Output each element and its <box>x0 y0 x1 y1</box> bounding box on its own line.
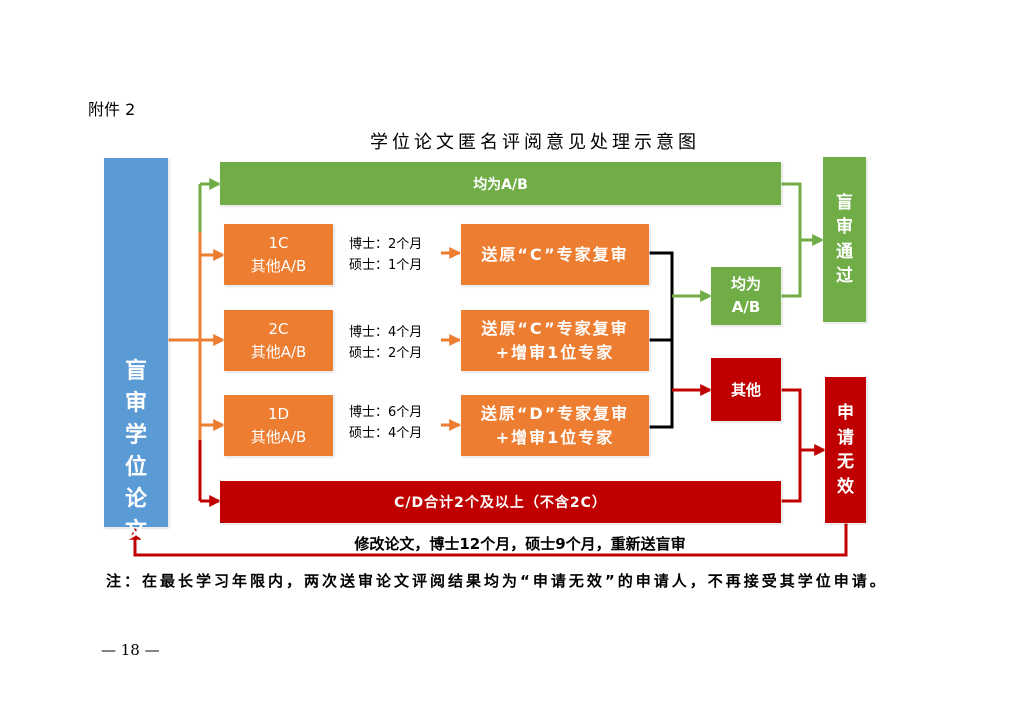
cd-bar: C/D合计2个及以上（不含2C） <box>220 481 781 523</box>
result-other-box: 其他 <box>711 358 781 421</box>
pass-label: 盲审通过 <box>836 192 853 287</box>
note-line: 硕士：2份 <box>110 613 157 625</box>
action-line: +增审1位专家 <box>495 427 615 447</box>
connector-invalid-merge <box>781 388 802 503</box>
connector-pass-merge <box>781 182 802 298</box>
case-other: 其他A/B <box>250 342 307 361</box>
all-ab-bar: 均为A/B <box>220 162 781 205</box>
source-box: 盲审学位论文 基础送审： 博士：5份 硕士：2份 质量跟踪： 博士：7份 硕士：… <box>104 158 168 672</box>
resubmit-text: 修改论文，博士12个月，硕士9个月，重新送盲审 <box>354 535 686 553</box>
invalid-label: 申请无效 <box>837 403 854 497</box>
footnote: 注：在最长学习年限内，两次送审论文评阅结果均为“申请无效”的申请人，不再接受其学… <box>106 572 888 590</box>
attachment-label: 附件 2 <box>88 100 136 119</box>
arrow-return-resubmit <box>129 523 848 557</box>
case-code: 2C <box>268 319 289 338</box>
result-ab-line: A/B <box>731 298 761 316</box>
case-box-1d: 1D 其他A/B <box>224 395 333 456</box>
source-box-notes: 基础送审： 博士：5份 硕士：2份 质量跟踪： 博士：7份 硕士：3份 <box>110 580 160 675</box>
pass-box: 盲审通过 <box>823 157 866 322</box>
result-ab-line: 均为 <box>730 275 761 293</box>
time-limit-1c: 博士：2个月 硕士：1个月 <box>349 234 422 276</box>
cd-bar-label: C/D合计2个及以上（不含2C） <box>394 495 607 511</box>
all-ab-label: 均为A/B <box>473 176 528 193</box>
case-other: 其他A/B <box>250 427 307 446</box>
time-phd: 博士：6个月 <box>349 405 423 420</box>
time-limit-2c: 博士：4个月 硕士：2个月 <box>349 322 422 364</box>
note-line: 硕士：3份 <box>110 660 157 672</box>
time-master: 硕士：4个月 <box>349 426 423 441</box>
action-line: +增审1位专家 <box>495 342 615 362</box>
action-line: 送原“C”专家复审 <box>481 318 629 338</box>
result-all-ab-box: 均为 A/B <box>711 267 781 325</box>
note-line: 基础送审： <box>110 582 160 593</box>
time-master: 硕士：2个月 <box>349 346 423 361</box>
case-code: 1D <box>267 404 290 423</box>
time-master: 硕士：1个月 <box>349 258 423 273</box>
action-line: 送原“C”专家复审 <box>481 244 629 264</box>
result-other-label: 其他 <box>730 381 761 399</box>
action-line: 送原“D”专家复审 <box>480 403 630 423</box>
action-box-2c: 送原“C”专家复审 +增审1位专家 <box>461 310 649 371</box>
case-box-1c: 1C 其他A/B <box>224 224 333 285</box>
time-phd: 博士：4个月 <box>349 325 423 340</box>
action-box-1d: 送原“D”专家复审 +增审1位专家 <box>461 395 649 456</box>
invalid-box: 申请无效 <box>825 377 866 523</box>
source-box-title: 盲审学位论文 <box>124 359 147 544</box>
note-line: 博士：5份 <box>110 597 157 609</box>
diagram-title: 学位论文匿名评阅意见处理示意图 <box>370 132 700 153</box>
note-line: 质量跟踪： <box>110 629 160 641</box>
case-code: 1C <box>268 233 289 252</box>
action-box-1c: 送原“C”专家复审 <box>461 224 649 285</box>
case-other: 其他A/B <box>250 256 307 275</box>
time-phd: 博士：2个月 <box>349 237 423 252</box>
page-number: — 18 — <box>101 641 160 659</box>
case-box-2c: 2C 其他A/B <box>224 310 333 371</box>
time-limit-1d: 博士：6个月 硕士：4个月 <box>349 402 422 444</box>
note-line: 博士：7份 <box>110 645 157 657</box>
